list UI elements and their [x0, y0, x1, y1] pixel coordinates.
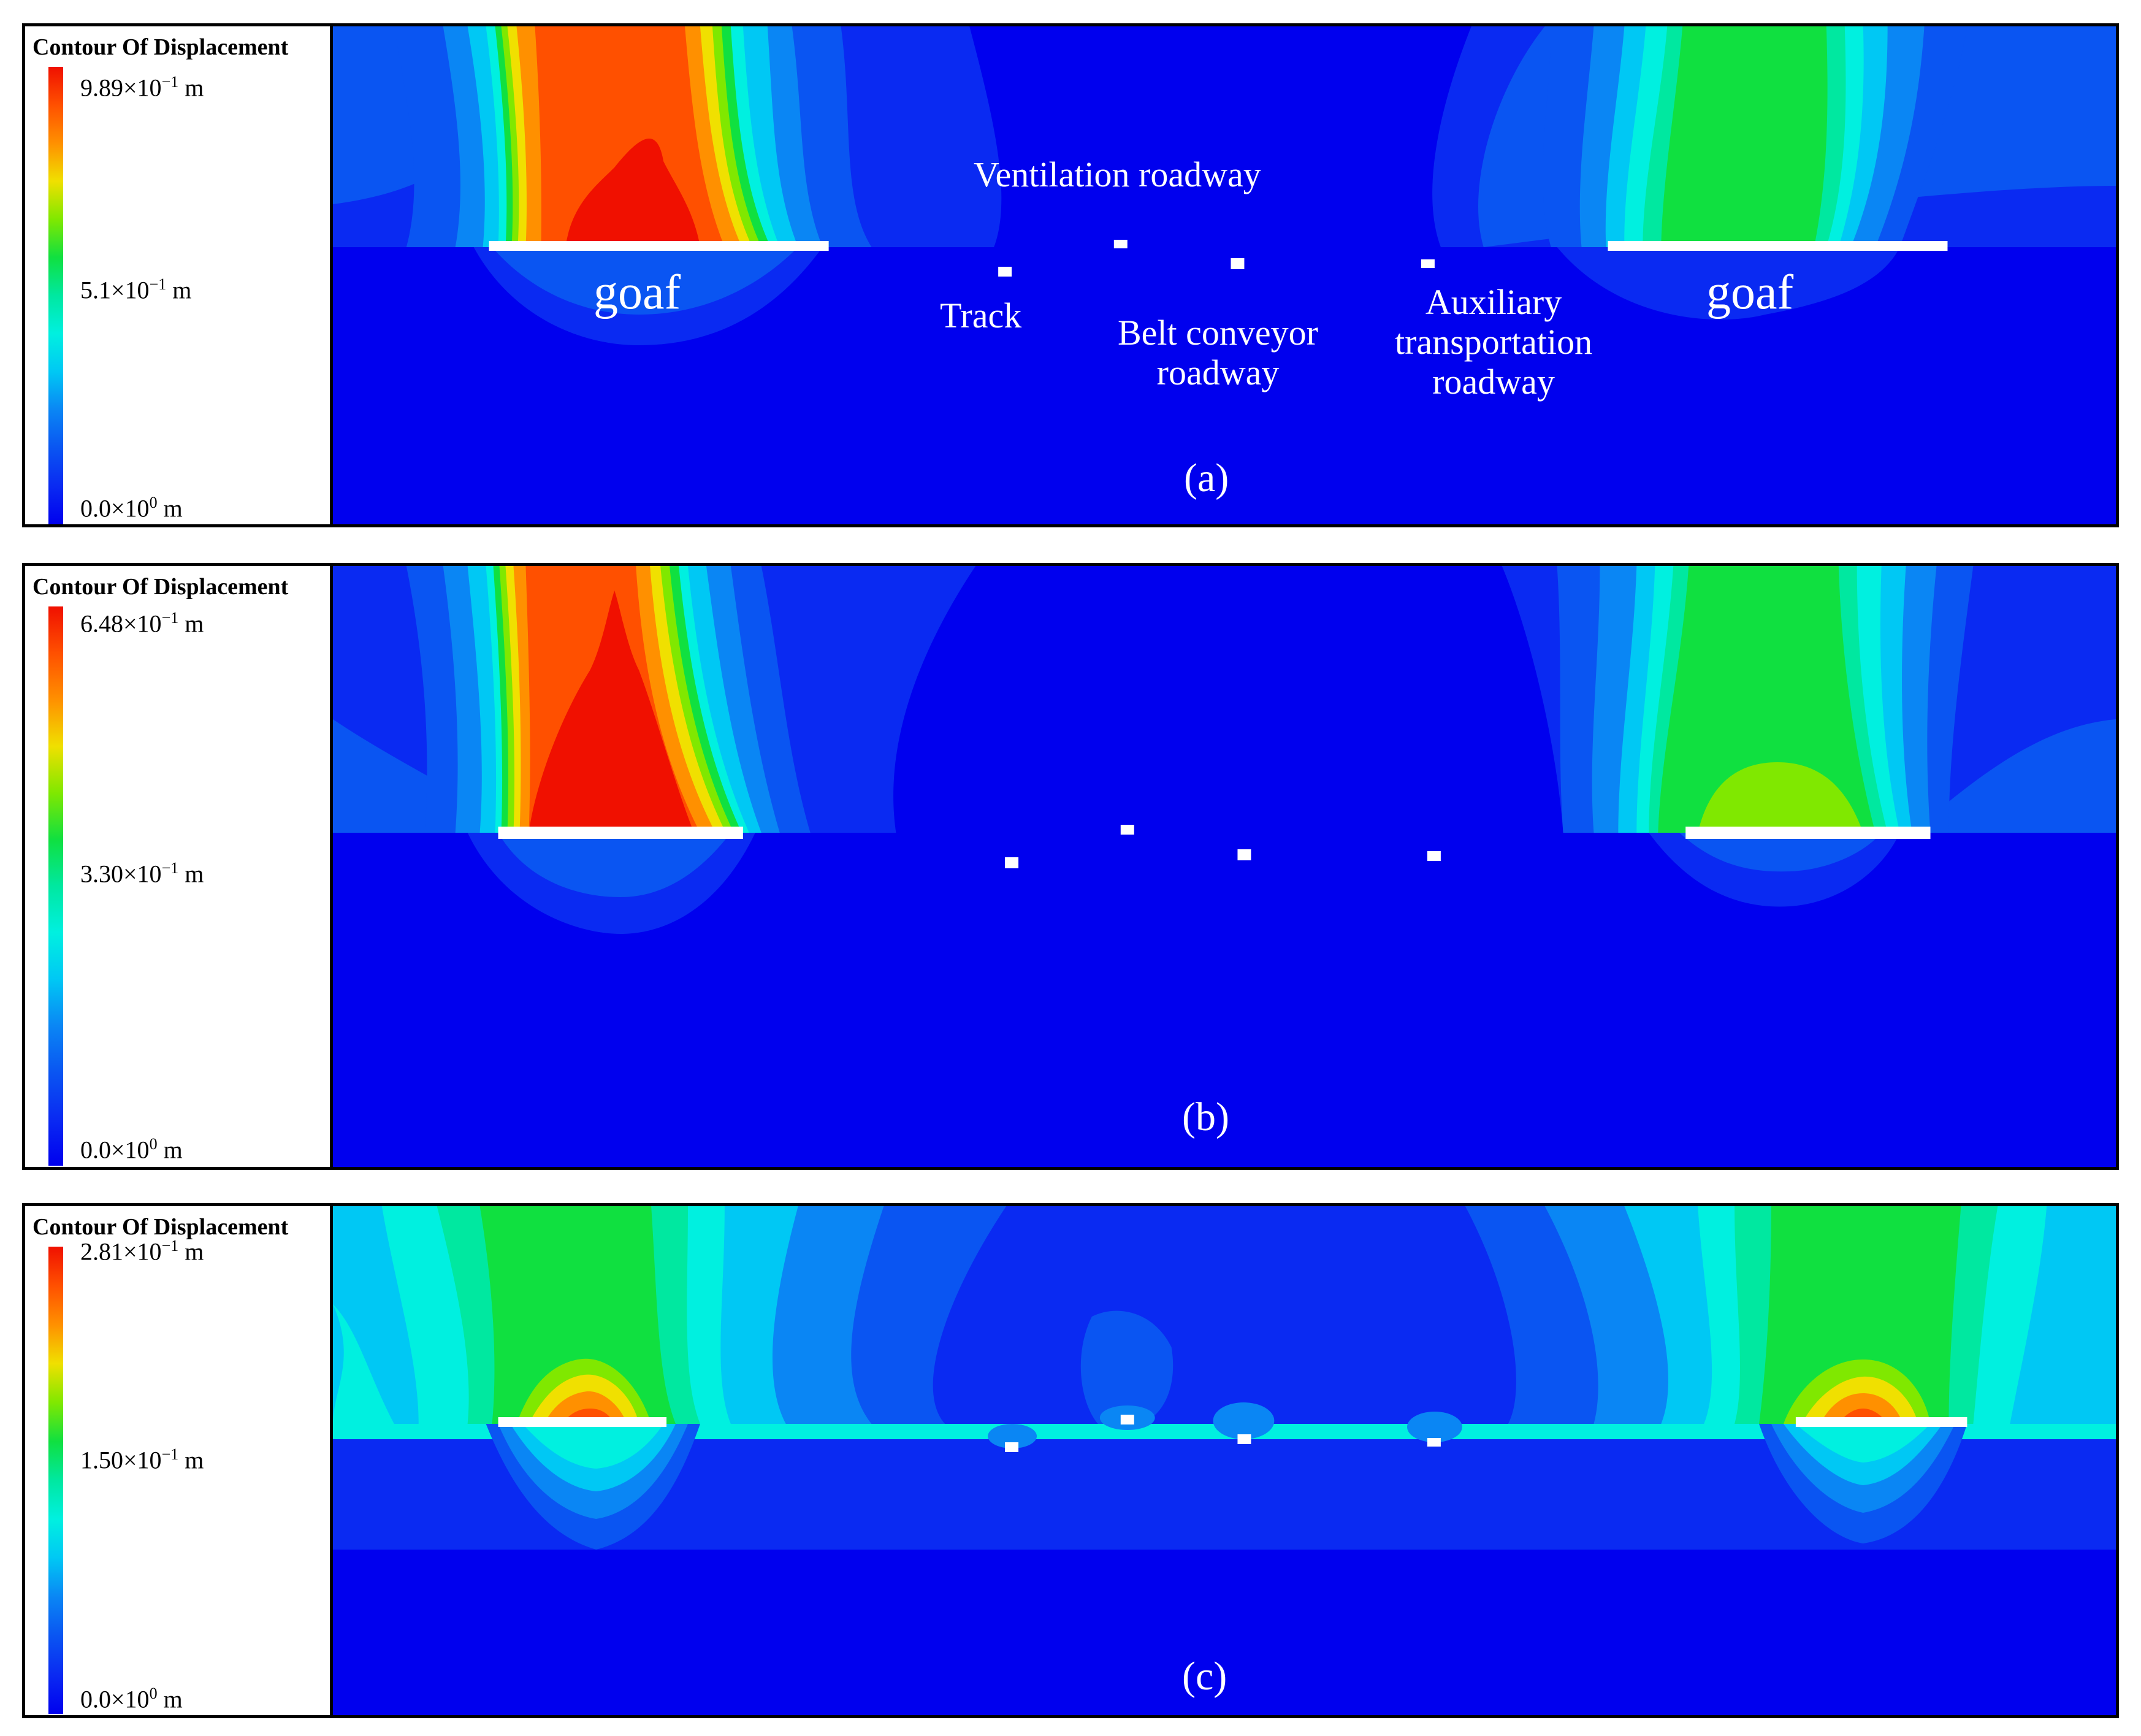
legend-title: Contour Of Displacement	[32, 34, 289, 60]
contour-band-opening	[1427, 1438, 1441, 1447]
legend-b: Contour Of Displacement 6.48×10−1 m 3.30…	[25, 566, 333, 1167]
contour-band-l7	[1658, 566, 1876, 833]
contour-band-l5	[333, 1304, 394, 1424]
label-goaf-left: goaf	[593, 266, 681, 319]
panel-c: Contour Of Displacement 2.81×10−1 m 1.50…	[22, 1203, 2119, 1718]
contour-plot-a: goaf goaf Ventilation roadway Track Belt…	[333, 26, 2116, 524]
contour-band-opening	[498, 827, 743, 839]
contour-band-l2	[492, 247, 798, 315]
contour-band-l5	[1795, 1424, 1931, 1463]
contour-svg	[333, 1206, 2116, 1715]
contour-svg	[333, 26, 2116, 524]
legend-mid-label: 1.50×10−1 m	[80, 1445, 204, 1474]
contour-band-l3	[988, 1424, 1037, 1448]
contour-band-l2	[1080, 1310, 1174, 1424]
contour-band-l7	[1759, 1206, 1961, 1424]
contour-plot-b: (b)	[333, 566, 2116, 1167]
legend-min-label: 0.0×100 m	[80, 1135, 183, 1164]
legend-title: Contour Of Displacement	[32, 574, 289, 600]
legend-title: Contour Of Displacement	[32, 1214, 289, 1240]
contour-band-l7	[1661, 26, 1828, 247]
legend-max-label: 9.89×10−1 m	[80, 73, 204, 102]
contour-band-l8	[1698, 762, 1863, 833]
contour-band-opening	[1005, 857, 1019, 868]
contour-band-opening	[1237, 1434, 1251, 1444]
contour-band-l10	[1820, 1393, 1903, 1424]
contour-band-l3	[1406, 1412, 1462, 1442]
contour-band-l2	[498, 833, 731, 897]
contour-band-opening	[1231, 258, 1245, 269]
label-ventilation-roadway: Ventilation roadway	[974, 155, 1261, 194]
contour-band-l12	[529, 591, 694, 833]
contour-band-l5	[522, 1424, 664, 1469]
legend-mid-label: 3.30×10−1 m	[80, 859, 204, 888]
contour-band-opening	[1120, 1415, 1134, 1424]
contour-band-opening	[1005, 1442, 1019, 1452]
contour-band-l12	[565, 138, 700, 247]
contour-band-l7	[479, 1206, 676, 1424]
legend-max-label: 6.48×10−1 m	[80, 609, 204, 638]
legend-a: Contour Of Displacement 9.89×10−1 m 5.1×…	[25, 26, 333, 524]
contour-svg	[333, 566, 2116, 1167]
colorbar	[48, 1247, 63, 1714]
label-track: Track	[940, 296, 1022, 335]
contour-band-l3	[1213, 1402, 1275, 1439]
contour-plot-c: (c)	[333, 1206, 2116, 1715]
panel-caption: (a)	[1184, 456, 1229, 500]
contour-band-opening	[1237, 849, 1251, 860]
colorbar	[48, 606, 63, 1166]
contour-band-opening	[1120, 825, 1134, 835]
contour-band-l1	[1557, 247, 1900, 320]
legend-max-label: 2.81×10−1 m	[80, 1237, 204, 1266]
colorbar	[48, 67, 63, 524]
contour-band-opening	[998, 267, 1012, 277]
contour-band-opening	[1795, 1417, 1967, 1427]
contour-band-opening	[1421, 259, 1435, 268]
contour-band-opening	[1685, 827, 1931, 839]
label-goaf-right: goaf	[1706, 266, 1794, 319]
panel-caption: (b)	[1182, 1095, 1229, 1139]
panel-b: Contour Of Displacement 6.48×10−1 m 3.30…	[22, 563, 2119, 1170]
contour-band-l2	[1912, 719, 2116, 833]
contour-band-opening	[498, 1417, 667, 1427]
contour-band-opening	[1427, 851, 1441, 861]
contour-band-opening	[489, 241, 829, 251]
contour-band-opening	[1608, 241, 1948, 251]
panel-caption: (c)	[1182, 1654, 1227, 1699]
legend-mid-label: 5.1×10−1 m	[80, 275, 192, 304]
legend-c: Contour Of Displacement 2.81×10−1 m 1.50…	[25, 1206, 333, 1715]
legend-min-label: 0.0×100 m	[80, 1684, 183, 1713]
panel-a: Contour Of Displacement 9.89×10−1 m 5.1×…	[22, 23, 2119, 527]
contour-band-opening	[1113, 240, 1128, 248]
legend-min-label: 0.0×100 m	[80, 494, 183, 522]
contour-band-l2	[1679, 833, 1882, 872]
